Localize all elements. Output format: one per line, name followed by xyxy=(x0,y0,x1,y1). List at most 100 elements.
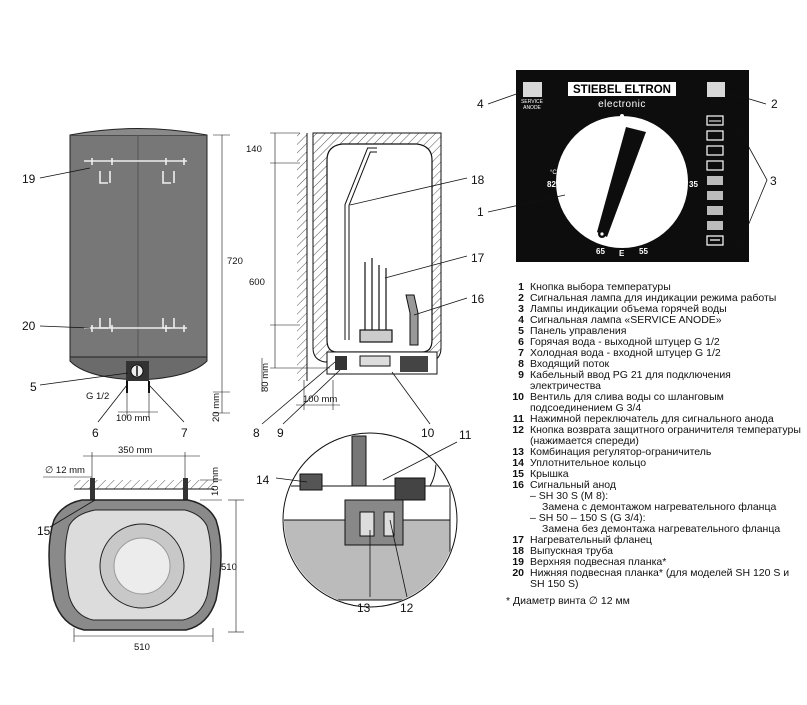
legend-item-text: Выпускная труба xyxy=(530,545,613,557)
callout-17: 17 xyxy=(471,251,485,265)
heating-flange xyxy=(359,258,393,343)
legend-item-text: Холодная вода - входной штуцер G 1/2 xyxy=(530,347,721,359)
dial-55: 55 xyxy=(639,247,648,256)
callout-6: 6 xyxy=(92,426,99,440)
dim-100mm-section: 100 mm xyxy=(303,394,337,405)
legend-item-text: Лампы индикации объема горячей воды xyxy=(530,303,727,315)
callout-10: 10 xyxy=(421,426,435,440)
service-anode-lamp xyxy=(523,82,542,97)
callout-20: 20 xyxy=(22,319,36,333)
legend-item: 12 Кнопка возврата защитного ограничителя… xyxy=(506,425,804,447)
legend-item-number: 13 xyxy=(512,446,524,458)
callout-2: 2 xyxy=(771,97,778,111)
legend-item-text: Кнопка возврата защитного ограничителя т… xyxy=(530,424,801,447)
dim-12mm: ∅ 12 mm xyxy=(45,465,85,476)
dim-20mm: 20 mm xyxy=(211,393,222,422)
anode-sub-text: Замена с демонтажом нагревательного флан… xyxy=(542,501,777,513)
legend-item-number: 19 xyxy=(512,556,524,568)
legend-item: 1 Кнопка выбора температуры xyxy=(506,282,804,293)
legend-item-number: 4 xyxy=(518,314,524,326)
legend-footnote: * Диаметр винта ∅ 12 мм xyxy=(506,595,630,607)
legend-item-text: Крышка xyxy=(530,468,569,480)
legend-item: 18 Выпускная труба xyxy=(506,546,804,557)
legend-item-text: Кабельный ввод PG 21 для подключения эле… xyxy=(530,369,731,392)
callout-19: 19 xyxy=(22,172,36,186)
legend-item-number: 5 xyxy=(518,325,524,337)
legend-item: 6 Горячая вода - выходной штуцер G 1/2 xyxy=(506,337,804,348)
legend-item-number: 9 xyxy=(518,369,524,381)
mode-lamp xyxy=(707,82,725,97)
legend-item: 19 Верхняя подвесная планка* xyxy=(506,557,804,568)
legend-item: 5 Панель управления xyxy=(506,326,804,337)
legend-item-text: Кнопка выбора температуры xyxy=(530,281,671,293)
legend-item-text: Нагревательный фланец xyxy=(530,534,652,546)
legend-item-text: Горячая вода - выходной штуцер G 1/2 xyxy=(530,336,720,348)
legend-item: 13 Комбинация регулятор-ограничитель xyxy=(506,447,804,458)
front-view: 720 20 mm G 1/2 100 mm 19 20 5 6 7 xyxy=(22,128,243,440)
callout-9: 9 xyxy=(277,426,284,440)
dim-510-bottom: 510 xyxy=(134,642,150,653)
legend-item-number: 6 xyxy=(518,336,524,348)
brand-box xyxy=(568,82,676,96)
section-view: 140 600 80 mm 100 mm 18 17 16 8 9 10 xyxy=(246,132,485,440)
legend-item-number: 10 xyxy=(512,391,524,403)
anode-sub-list: – SH 30 S (M 8):Замена с демонтажом нагр… xyxy=(506,491,804,535)
callout-12: 12 xyxy=(400,601,414,615)
dim-g12: G 1/2 xyxy=(86,391,109,402)
dial-deg: °C xyxy=(550,170,557,176)
callout-7: 7 xyxy=(181,426,188,440)
callout-16: 16 xyxy=(471,292,485,306)
anode-sub-text: Замена без демонтажа нагревательного фла… xyxy=(542,523,781,535)
legend-item-text: Нажимной переключатель для сигнального а… xyxy=(530,413,774,425)
service-label-1: SERVICE xyxy=(521,99,544,105)
callout-5: 5 xyxy=(30,380,37,394)
brand-text: STIEBEL ELTRON xyxy=(573,84,671,96)
legend-item-number: 12 xyxy=(512,424,524,436)
legend-item-number: 17 xyxy=(512,534,524,546)
detail-view: 11 14 13 12 xyxy=(256,428,472,615)
legend-items-tail: 17 Нагревательный фланец 18 Выпускная труба… xyxy=(506,535,804,590)
legend-item-number: 18 xyxy=(512,545,524,557)
dim-600: 600 xyxy=(249,277,265,288)
legend-item-number: 16 xyxy=(512,479,524,491)
dim-100mm-front: 100 mm xyxy=(116,413,150,424)
legend-item: 17 Нагревательный фланец xyxy=(506,535,804,546)
legend-item-number: 3 xyxy=(518,303,524,315)
legend-item: 9 Кабельный ввод PG 21 для подключения эл… xyxy=(506,370,804,392)
dial-35: 35 xyxy=(689,180,698,189)
legend-item-number: 1 xyxy=(518,281,524,293)
legend-item-text: Уплотнительное кольцо xyxy=(530,457,647,469)
anode-sub-head: – SH 50 – 150 S (G 3/4): xyxy=(530,512,646,524)
legend-item: 3 Лампы индикации объема горячей воды xyxy=(506,304,804,315)
dim-350mm: 350 mm xyxy=(118,445,152,456)
dim-140: 140 xyxy=(246,144,262,155)
upper-hanger-bar xyxy=(84,158,187,184)
top-wall xyxy=(74,480,214,489)
legend-item-text: Входящий поток xyxy=(530,358,610,370)
legend-item-text: Комбинация регулятор-ограничитель xyxy=(530,446,712,458)
legend-item-text: Верхняя подвесная планка* xyxy=(530,556,667,568)
callout-4: 4 xyxy=(477,97,484,111)
dim-510-side: 510 xyxy=(221,562,237,573)
dim-720: 720 xyxy=(227,256,243,267)
callout-14: 14 xyxy=(256,473,270,487)
legend-item-text: Панель управления xyxy=(530,325,627,337)
volume-lamps xyxy=(706,115,724,246)
callout-18: 18 xyxy=(471,173,485,187)
legend-item-number: 20 xyxy=(512,567,524,579)
dial-82: 82 xyxy=(547,180,556,189)
dial-pointer xyxy=(597,127,646,238)
callout-11: 11 xyxy=(459,428,472,442)
